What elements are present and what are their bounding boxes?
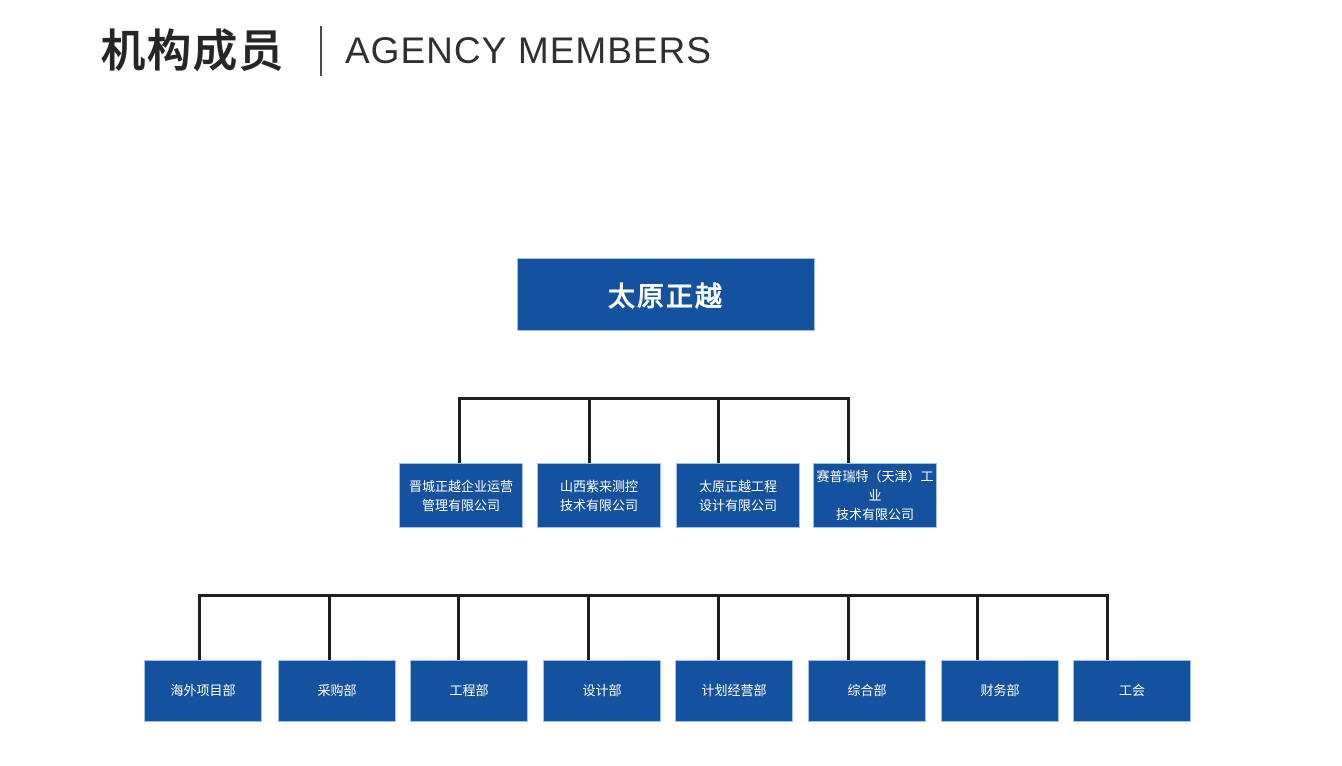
subsidiary-label-line2: 技术有限公司 — [559, 497, 638, 513]
connector-level3-drop-7 — [976, 594, 979, 660]
department-label: 设计部 — [582, 683, 622, 698]
subsidiary-label-line2: 设计有限公司 — [698, 497, 777, 513]
connector-level3-drop-4 — [587, 594, 590, 660]
subsidiary-label-line2: 技术有限公司 — [835, 507, 914, 522]
connector-level2-drop-1 — [458, 397, 461, 463]
department-box-6: 综合部 — [808, 660, 926, 722]
department-label: 海外项目部 — [170, 683, 236, 698]
connector-level2-drop-4 — [847, 397, 850, 463]
subsidiary-box-3: 太原正越工程 设计有限公司 — [676, 463, 800, 528]
department-label: 综合部 — [847, 683, 887, 698]
connector-level3-drop-6 — [847, 594, 850, 660]
connector-level3-rail — [198, 594, 1109, 597]
department-box-8: 工会 — [1073, 660, 1191, 722]
department-label: 财务部 — [980, 683, 1020, 698]
subsidiary-label-line1: 太原正越工程 — [698, 478, 777, 494]
page-subtitle: AGENCY MEMBERS — [345, 30, 712, 71]
connector-level3-drop-8 — [1106, 594, 1109, 660]
org-root-label: 太原正越 — [608, 282, 724, 312]
connector-level2-drop-2 — [588, 397, 591, 463]
department-box-7: 财务部 — [941, 660, 1059, 722]
department-box-4: 设计部 — [543, 660, 661, 722]
department-box-3: 工程部 — [410, 660, 528, 722]
subsidiary-label-line1: 晋城正越企业运营 — [408, 478, 513, 494]
connector-level2-rail — [458, 397, 850, 400]
department-label: 计划经营部 — [701, 683, 767, 698]
subsidiary-label-line1: 山西紫来测控 — [559, 478, 638, 494]
department-label: 工会 — [1118, 683, 1145, 698]
subsidiary-label-line1: 赛普瑞特（天津）工业 — [816, 469, 934, 503]
department-label: 采购部 — [317, 683, 357, 698]
department-box-2: 采购部 — [278, 660, 396, 722]
connector-level3-drop-5 — [717, 594, 720, 660]
connector-level2-drop-3 — [717, 397, 720, 463]
org-root-box: 太原正越 — [517, 258, 815, 331]
department-box-5: 计划经营部 — [675, 660, 793, 722]
subsidiary-label-line2: 管理有限公司 — [421, 497, 500, 513]
department-box-1: 海外项目部 — [144, 660, 262, 722]
subsidiary-box-2: 山西紫来测控 技术有限公司 — [537, 463, 661, 528]
title-divider — [320, 26, 322, 76]
subsidiary-box-4: 赛普瑞特（天津）工业 技术有限公司 — [813, 463, 937, 528]
department-label: 工程部 — [449, 683, 489, 698]
connector-level3-drop-1 — [198, 594, 201, 660]
subsidiary-box-1: 晋城正越企业运营 管理有限公司 — [399, 463, 523, 528]
page-title: 机构成员 — [101, 27, 285, 76]
connector-level3-drop-2 — [328, 594, 331, 660]
connector-level3-drop-3 — [457, 594, 460, 660]
